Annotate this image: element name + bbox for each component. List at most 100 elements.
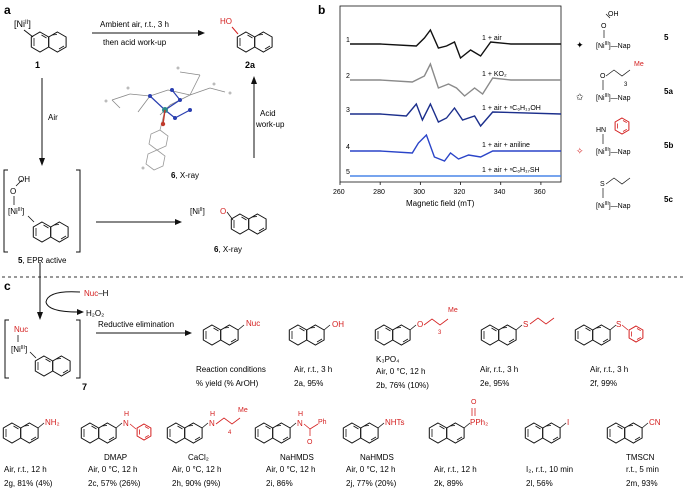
svg-text:Air, r.t., 12 h: Air, r.t., 12 h bbox=[4, 465, 47, 474]
product-2c: H N DMAP Air, 0 °C, 12 h 2c, 57% (26%) bbox=[80, 411, 152, 488]
compound-6: [NiII] O 6, X-ray bbox=[190, 207, 267, 254]
compound-1: [NiII] 1 bbox=[14, 19, 67, 70]
svg-text:O: O bbox=[601, 23, 607, 30]
svg-text:[NiIII]: [NiIII] bbox=[11, 345, 27, 354]
trace-number: 2 bbox=[346, 73, 350, 80]
svg-text:I: I bbox=[567, 418, 569, 427]
svg-text:NH₂: NH₂ bbox=[45, 418, 60, 427]
acid-label-1: Acid bbox=[260, 109, 276, 118]
product-2e: S Air, r.t., 3 h 2e, 95% bbox=[480, 317, 555, 388]
x-tick-label: 300 bbox=[413, 189, 425, 196]
svg-text:O: O bbox=[417, 320, 423, 329]
svg-text:S: S bbox=[523, 320, 528, 329]
cmpd-5-label: 5, EPR active bbox=[18, 256, 67, 265]
x-tick-label: 320 bbox=[454, 189, 466, 196]
svg-text:N: N bbox=[123, 419, 129, 428]
panel-a: a [NiII] 1 Ambient air, r.t., 3 h then a… bbox=[3, 3, 285, 265]
product-2h: H N Me 4 CaCl₂ Air, 0 °C, 12 h 2h, 90% (… bbox=[166, 407, 248, 488]
panel-b-label: b bbox=[318, 3, 325, 17]
svg-text:Air, r.t., 3 h: Air, r.t., 3 h bbox=[480, 365, 518, 374]
svg-text:O: O bbox=[220, 207, 226, 216]
product-2k: O PPh₂ Air, r.t., 12 h 2k, 89% bbox=[428, 399, 488, 488]
svg-text:HO: HO bbox=[220, 17, 232, 26]
cond-top-1: Ambient air, r.t., 3 h bbox=[100, 20, 169, 29]
panel-c: c Nuc–H H₂O₂ Nuc [NiIII] 7 Reductive eli… bbox=[2, 262, 661, 488]
svg-text:[NiII]: [NiII] bbox=[190, 207, 205, 216]
cmpd-2a-label: 2a bbox=[245, 60, 256, 70]
svg-text:CaCl₂: CaCl₂ bbox=[188, 453, 209, 462]
svg-text:O: O bbox=[10, 187, 16, 196]
svg-text:[NiIII]—Nap: [NiIII]—Nap bbox=[596, 93, 631, 102]
svg-text:2g, 81% (4%): 2g, 81% (4%) bbox=[4, 479, 53, 488]
svg-text:Me: Me bbox=[634, 61, 644, 68]
product-2m: CN TMSCN r.t., 5 min 2m, 93% bbox=[606, 418, 661, 488]
trace-number: 3 bbox=[346, 107, 350, 114]
product-2a: OH Air, r.t., 3 h 2a, 95% bbox=[288, 320, 344, 388]
reaction-conditions-label: Reaction conditions bbox=[196, 365, 266, 374]
epr-trace-1 bbox=[350, 28, 561, 60]
svg-text:N: N bbox=[209, 419, 215, 428]
svg-text:Me: Me bbox=[448, 307, 458, 314]
svg-text:PPh₂: PPh₂ bbox=[470, 418, 488, 427]
svg-text:NHTs: NHTs bbox=[385, 418, 405, 427]
product-2i: H N O Ph NaHMDS Air, 0 °C, 12 h 2i, 86% bbox=[254, 411, 327, 488]
svg-text:4: 4 bbox=[228, 430, 232, 436]
svg-text:H: H bbox=[124, 411, 129, 418]
svg-text:5c: 5c bbox=[664, 195, 673, 204]
svg-text:N: N bbox=[297, 419, 303, 428]
svg-text:2c, 57% (26%): 2c, 57% (26%) bbox=[88, 479, 141, 488]
svg-text:NaHMDS: NaHMDS bbox=[280, 453, 314, 462]
acid-label-2: work-up bbox=[255, 120, 285, 129]
svg-text:NaHMDS: NaHMDS bbox=[360, 453, 394, 462]
compound-7: Nuc [NiIII] 7 bbox=[4, 319, 87, 392]
svg-text:O: O bbox=[307, 439, 313, 446]
product-2g: NH₂ Air, r.t., 12 h 2g, 81% (4%) bbox=[2, 418, 60, 488]
x-tick-label: 260 bbox=[333, 189, 345, 196]
svg-text:Air, r.t., 3 h: Air, r.t., 3 h bbox=[294, 365, 332, 374]
svg-text:O: O bbox=[600, 73, 606, 80]
legend-sym-5b: ✧ bbox=[576, 146, 584, 156]
svg-text:2f, 99%: 2f, 99% bbox=[590, 379, 617, 388]
trace-label: 1 + air + ⁿC₆H₁₇SH bbox=[482, 167, 540, 174]
svg-text:Ph: Ph bbox=[318, 419, 327, 426]
svg-text:5: 5 bbox=[664, 33, 669, 42]
svg-text:2h, 90% (9%): 2h, 90% (9%) bbox=[172, 479, 221, 488]
trace-number: 4 bbox=[346, 144, 350, 151]
legend-sym-5a: ✩ bbox=[576, 92, 584, 102]
svg-text:S: S bbox=[600, 181, 605, 188]
trace-number: 1 bbox=[346, 37, 350, 44]
product-2f: S Air, r.t., 3 h 2f, 99% bbox=[574, 320, 644, 388]
svg-text:r.t., 5 min: r.t., 5 min bbox=[626, 465, 659, 474]
xray-caption: 6, X-ray bbox=[171, 171, 199, 180]
svg-text:Air, 0 °C, 12 h: Air, 0 °C, 12 h bbox=[172, 465, 221, 474]
compound-2a: HO 2a bbox=[220, 17, 273, 70]
cmpd-6-label: 6, X-ray bbox=[214, 245, 242, 254]
trace-label: 1 + KO₂ bbox=[482, 71, 507, 78]
svg-text:Nuc: Nuc bbox=[246, 319, 260, 328]
x-tick-label: 280 bbox=[373, 189, 385, 196]
svg-text:S: S bbox=[616, 320, 621, 329]
cmpd-1-label: 1 bbox=[35, 60, 40, 70]
svg-text:3: 3 bbox=[438, 330, 442, 336]
svg-text:2k, 89%: 2k, 89% bbox=[434, 479, 463, 488]
svg-text:Air, 0 °C, 12 h: Air, 0 °C, 12 h bbox=[88, 465, 137, 474]
svg-text:[NiII]: [NiII] bbox=[14, 19, 31, 29]
compound-5: OH O [NiIII] 5, EPR active bbox=[3, 169, 81, 265]
svg-text:[NiIII]—Nap: [NiIII]—Nap bbox=[596, 147, 631, 156]
svg-text:Nuc: Nuc bbox=[14, 325, 28, 334]
svg-text:2b, 76% (10%): 2b, 76% (10%) bbox=[376, 381, 429, 390]
svg-text:[NiIII]—Nap: [NiIII]—Nap bbox=[596, 41, 631, 50]
xray-structure-image bbox=[104, 66, 232, 171]
svg-text:OH: OH bbox=[18, 175, 30, 184]
h2o2-label: H₂O₂ bbox=[86, 309, 104, 318]
svg-text:Me: Me bbox=[238, 407, 248, 414]
svg-text:Air, r.t., 12 h: Air, r.t., 12 h bbox=[434, 465, 477, 474]
product-2l: I I₂, r.t., 10 min 2l, 56% bbox=[524, 418, 573, 488]
svg-text:Air, 0 °C, 12 h: Air, 0 °C, 12 h bbox=[266, 465, 315, 474]
svg-text:CN: CN bbox=[649, 418, 661, 427]
air-label: Air bbox=[48, 113, 58, 122]
trace-number: 5 bbox=[346, 169, 350, 176]
